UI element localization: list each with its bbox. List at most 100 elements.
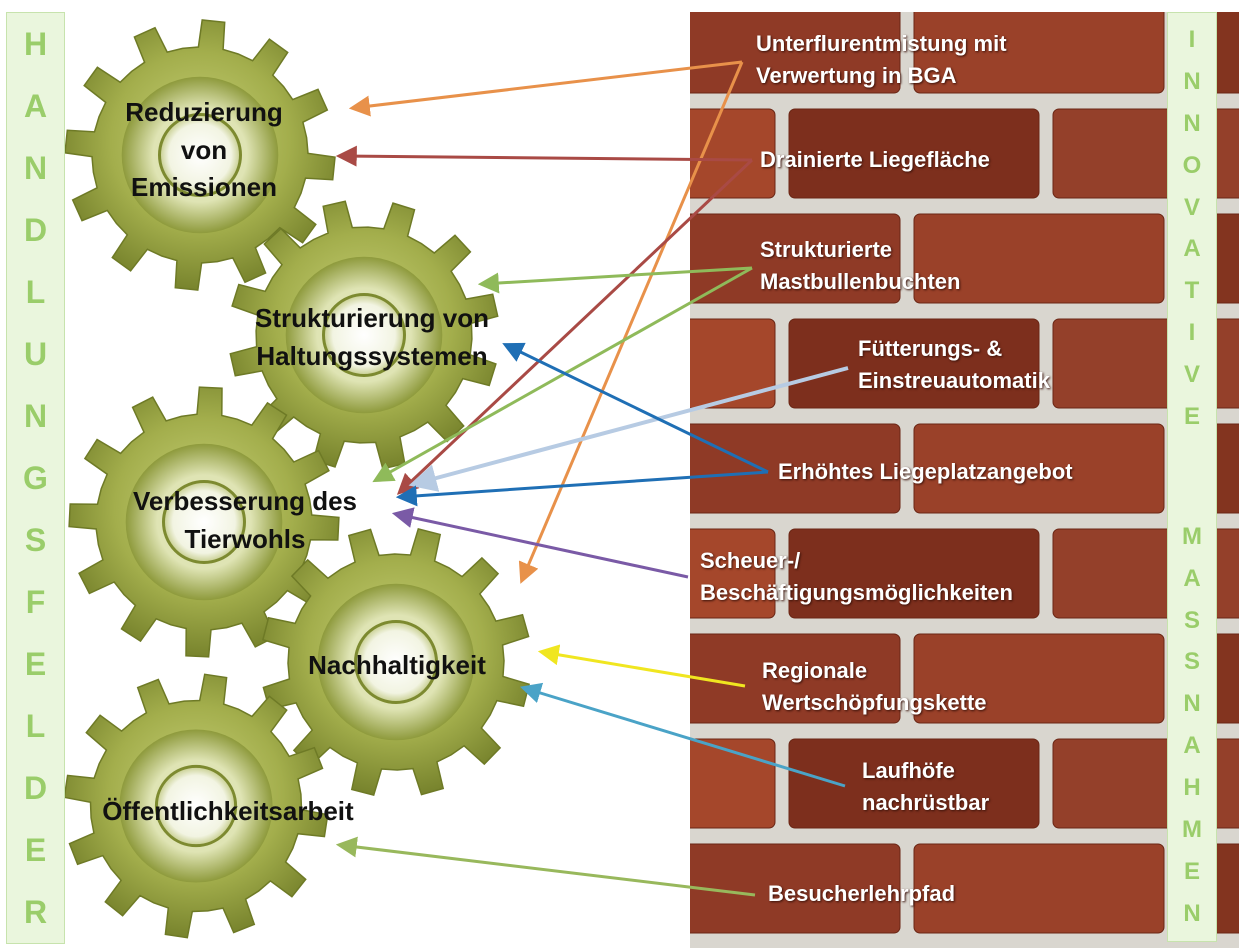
right-label-letter: E	[1183, 857, 1200, 885]
right-label-letter: N	[1183, 690, 1201, 718]
field-welfare-line: Tierwohls	[184, 523, 306, 554]
gear-structure	[229, 200, 499, 470]
brick	[913, 423, 1165, 514]
right-label-letter: A	[1183, 732, 1201, 760]
measure-line: Mastbullenbuchten	[760, 268, 961, 294]
field-sustainability-line: Nachhaltigkeit	[308, 650, 486, 680]
measure-regionale-wertschoepfungskette: Regionale Wertschöpfungskette	[762, 655, 987, 719]
right-label-letter: O	[1182, 151, 1202, 179]
wall-top-mask	[690, 0, 1239, 12]
arrow-m1-emissions	[348, 60, 743, 117]
gear-sustainability	[261, 527, 531, 797]
gear-hole	[322, 293, 406, 377]
arrow-m2-welfare	[396, 158, 754, 495]
arrow-m4-welfare	[408, 366, 849, 492]
left-label-letter: D	[23, 770, 48, 806]
right-label-letter: M	[1182, 522, 1202, 550]
arrow-m8-sustainability	[519, 682, 846, 788]
right-label-letter: V	[1183, 193, 1200, 221]
arrow-m2-emissions	[335, 145, 753, 167]
measure-line: Laufhöfe	[862, 758, 955, 783]
left-label-letter: U	[23, 336, 48, 372]
brick	[913, 843, 1165, 934]
measure-line: Strukturierte	[760, 237, 893, 262]
left-label-letter: N	[23, 398, 48, 434]
brick	[788, 108, 1040, 199]
right-label-letter: N	[1183, 899, 1201, 927]
measure-line: Besucherlehrpfad	[768, 881, 956, 906]
right-label-letter: I	[1188, 25, 1196, 53]
field-public-line: Öffentlichkeitsarbeit	[102, 796, 354, 826]
measure-strukturierte-mastbullenbuchten: Strukturierte Mastbullenbuchten	[760, 234, 960, 298]
measure-besucherlehrpfad: Besucherlehrpfad	[768, 878, 955, 910]
arrow-m6-welfare	[391, 507, 689, 579]
field-structure: Strukturierung von Haltungssystemen	[224, 300, 520, 375]
arrow-m7-sustainability	[537, 644, 746, 688]
right-label-letter: I	[1188, 319, 1196, 347]
measure-line: nachrüstbar	[862, 789, 990, 815]
measure-line: Drainierte Liegefläche	[760, 147, 990, 172]
left-label-letter: D	[23, 212, 48, 248]
left-label-letter: A	[23, 88, 48, 124]
right-label-letter: S	[1183, 648, 1200, 676]
brick	[788, 528, 1040, 619]
right-label-letter: N	[1183, 109, 1201, 137]
right-label-letter: S	[1183, 606, 1200, 634]
field-public: Öffentlichkeitsarbeit	[66, 793, 390, 831]
left-label-letter: R	[23, 894, 48, 930]
brick	[788, 738, 1040, 829]
gear-welfare	[68, 386, 340, 658]
right-label-letter: A	[1183, 564, 1201, 592]
right-label-letter: H	[1183, 774, 1201, 802]
brick	[913, 633, 1165, 724]
brick	[788, 318, 1040, 409]
arrow-m5-structure	[502, 342, 769, 474]
gear-hole	[158, 113, 242, 197]
field-emissions-line: Emissionen	[131, 172, 277, 203]
gear-hole	[354, 620, 438, 704]
field-structure-line: Haltungssystemen	[256, 340, 488, 371]
left-label-letter: E	[24, 832, 47, 868]
measure-erhoehtes-liegeplatzangebot: Erhöhtes Liegeplatzangebot	[778, 456, 1073, 488]
arrow-m9-public	[335, 836, 756, 897]
left-label-letter: H	[23, 26, 48, 62]
field-emissions-line: Reduzierung	[125, 97, 283, 127]
right-label-letter: E	[1183, 402, 1200, 430]
arrow-m1-sustainability	[518, 61, 744, 584]
measure-line: Unterflurentmistung mit	[756, 31, 1007, 56]
field-structure-line: Strukturierung von	[254, 303, 489, 333]
right-label-letter: A	[1183, 235, 1201, 263]
measure-scheuer-beschaeftigung: Scheuer-/ Beschäftigungsmöglichkeiten	[700, 545, 1013, 609]
left-label-letter: N	[23, 150, 48, 186]
measure-line: Verwertung in BGA	[756, 62, 957, 88]
measure-laufhoefe: Laufhöfe nachrüstbar	[862, 755, 989, 819]
left-label-letter: G	[23, 460, 48, 496]
field-emissions: Reduzierung von Emissionen	[104, 94, 304, 207]
gear-public	[63, 673, 329, 939]
right-label-letter: N	[1183, 67, 1201, 95]
measure-line: Regionale	[762, 658, 868, 683]
right-label-letter: V	[1183, 361, 1200, 389]
right-label-letter: T	[1184, 277, 1200, 305]
left-label-letter: S	[24, 522, 47, 558]
left-label-letter: E	[24, 646, 47, 682]
left-label-letter: F	[25, 584, 46, 620]
gear-emissions	[64, 19, 336, 291]
left-label-letter: L	[25, 274, 46, 310]
measure-line: Beschäftigungsmöglichkeiten	[700, 579, 1013, 605]
field-sustainability: Nachhaltigkeit	[282, 647, 512, 685]
measure-line: Einstreuautomatik	[858, 367, 1050, 393]
measure-line: Erhöhtes Liegeplatzangebot	[778, 459, 1073, 484]
arrow-m3-structure	[477, 266, 753, 294]
gear-hole	[162, 480, 246, 564]
left-label-letter: L	[25, 708, 46, 744]
measure-line: Fütterungs- &	[858, 336, 1003, 361]
gear-group	[63, 19, 531, 939]
brick	[913, 213, 1165, 304]
measure-drainierte-liegeflaeche: Drainierte Liegefläche	[760, 144, 990, 176]
measure-line: Wertschöpfungskette	[762, 689, 987, 715]
measure-line: Scheuer-/	[700, 548, 801, 573]
